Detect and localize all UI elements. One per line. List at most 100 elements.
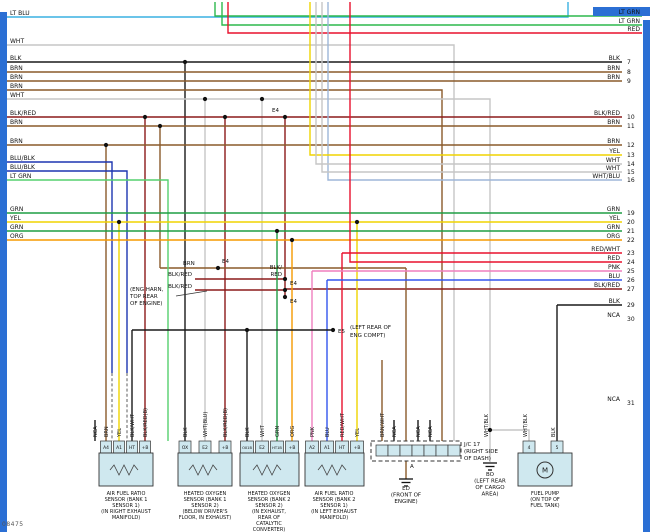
splice-label: E4 (272, 108, 279, 114)
splice-label: RED (270, 272, 282, 278)
connector-pin-label: OX1B (242, 446, 252, 450)
wire (7, 98, 491, 462)
splice-label: ENG COMPT) (350, 333, 385, 339)
component-caption: FLOOR, IN EXHAUST) (179, 515, 231, 521)
splice-label: E4 (290, 281, 297, 287)
wire-label-left: WHT (10, 38, 24, 45)
pin-number-right: 29 (627, 302, 635, 309)
component-caption: SENSOR 2) (191, 503, 218, 509)
component-caption: CONVERTER) (253, 527, 286, 532)
pin-number-right: 22 (627, 237, 635, 244)
wire-label-rotated: BRN/WHT (380, 412, 386, 437)
junction-connector-box (370, 440, 462, 462)
wire-label-rotated: ORG (290, 426, 296, 437)
component-caption: SENSOR 1) (320, 503, 347, 509)
wire-label-rotated: WHT (260, 424, 266, 437)
junction-dot (282, 294, 288, 300)
wire-label-right: WHT (606, 165, 620, 172)
component-caption: AIR FUEL RATIO (107, 491, 146, 497)
wire-label-rotated: BLK/RED(B) (223, 408, 229, 437)
component-caption: SENSOR (BANK 1 (105, 497, 148, 503)
wire (321, 2, 622, 173)
component-caption: SENSOR (BANK 2 (248, 497, 291, 503)
wire-label-rotated: NCA (428, 426, 434, 437)
connector-pin-label: OX (182, 445, 188, 451)
wire-label-left: BRN (10, 138, 23, 145)
wire-label-left: LT BLU (10, 10, 30, 17)
connector-pin-label: HT (339, 445, 345, 451)
wire-label-right: LT GRN (619, 18, 640, 25)
note-text: J/C 17 (463, 442, 481, 448)
pin-number-right: 27 (627, 286, 635, 293)
pin-number-right: 9 (627, 78, 631, 85)
wire-label-right: GRN (607, 224, 620, 231)
wire-label-right: NCA (607, 312, 621, 319)
pin-number-right: 21 (627, 228, 635, 235)
junction-dot (157, 123, 163, 129)
splice-label: E5 (338, 329, 345, 335)
component-caption: (IN EXHAUST, (252, 509, 286, 515)
wire-label-left: BRN (10, 119, 23, 126)
junction-dot (330, 327, 336, 333)
component-caption: AIR FUEL RATIO (315, 491, 354, 497)
component-caption: MANIFOLD) (320, 515, 348, 521)
ground-caption: (FRONT OF (391, 493, 421, 499)
pin-number-right: 12 (627, 142, 635, 149)
wire-label-right: BLK (609, 298, 621, 305)
motor-symbol-label: M (542, 467, 548, 475)
wire-label-right: YEL (608, 215, 620, 222)
note-leader-line (175, 290, 208, 297)
wire (227, 2, 642, 34)
component-caption: (IN LEFT EXHAUST (311, 509, 358, 515)
component-caption: MANIFOLD) (112, 515, 140, 521)
wire (7, 2, 569, 18)
connector-pin-label: 5 (556, 445, 559, 451)
junction-dot (289, 237, 295, 243)
wire-label-right: RED/WHT (591, 246, 620, 253)
diagram-id-number: 08475 (2, 521, 24, 528)
wire-label-rotated: BRN (104, 426, 110, 437)
component-caption: SENSOR 2) (255, 503, 282, 509)
junction-connector-cell (375, 444, 389, 457)
junction-dot (354, 219, 360, 225)
junction-dot (244, 327, 250, 333)
wire-label-left: GRN (10, 206, 23, 213)
wire (221, 2, 642, 26)
splice-label: (LEFT REAR OF (350, 325, 391, 331)
wire-label-right: ORG (606, 233, 620, 240)
ground-caption: ED (402, 486, 410, 492)
wire-label-rotated: BLU (325, 427, 331, 437)
pin-number-right: 8 (627, 69, 631, 76)
junction-dot (282, 287, 288, 293)
junction-connector-cell (399, 444, 413, 457)
junction-dot (116, 219, 122, 225)
pin-number-right: 10 (627, 114, 635, 121)
wire-label-right: BRN (607, 119, 620, 126)
junction-dot (259, 96, 265, 102)
wire-label-left: YEL (9, 215, 21, 222)
junction-dot (282, 114, 288, 120)
connector-pin-label: E2 (259, 445, 265, 451)
wire-label-right: NCA (607, 396, 621, 403)
connector-pin-label: A1 (116, 445, 122, 451)
note-text: TOP REAR (129, 294, 158, 300)
heater-element-symbol (317, 464, 347, 476)
wire-label-right: LT GRN (619, 9, 640, 16)
connector-pin-label: A1 (324, 445, 330, 451)
connector-pin-label: +B (354, 445, 361, 451)
wire (309, 2, 622, 156)
splice-label: E4 (290, 299, 297, 305)
connector-pin-label: HT (129, 445, 135, 451)
wire-label-right: GRN (607, 206, 620, 213)
heater-element-symbol (252, 464, 282, 476)
component-caption: SENSOR 1) (112, 503, 139, 509)
junction-dot (103, 142, 109, 148)
pin-number-right: 7 (627, 59, 631, 66)
wire-label-left: BLK (10, 55, 22, 62)
ground-caption: AREA) (482, 492, 499, 498)
heater-element-symbol (188, 464, 218, 476)
pin-number-right: 13 (627, 152, 635, 159)
wire-label-left: BLK/RED (10, 110, 36, 117)
ground-caption: OF CARGO (475, 485, 505, 491)
pin-number-right: 15 (627, 169, 635, 176)
